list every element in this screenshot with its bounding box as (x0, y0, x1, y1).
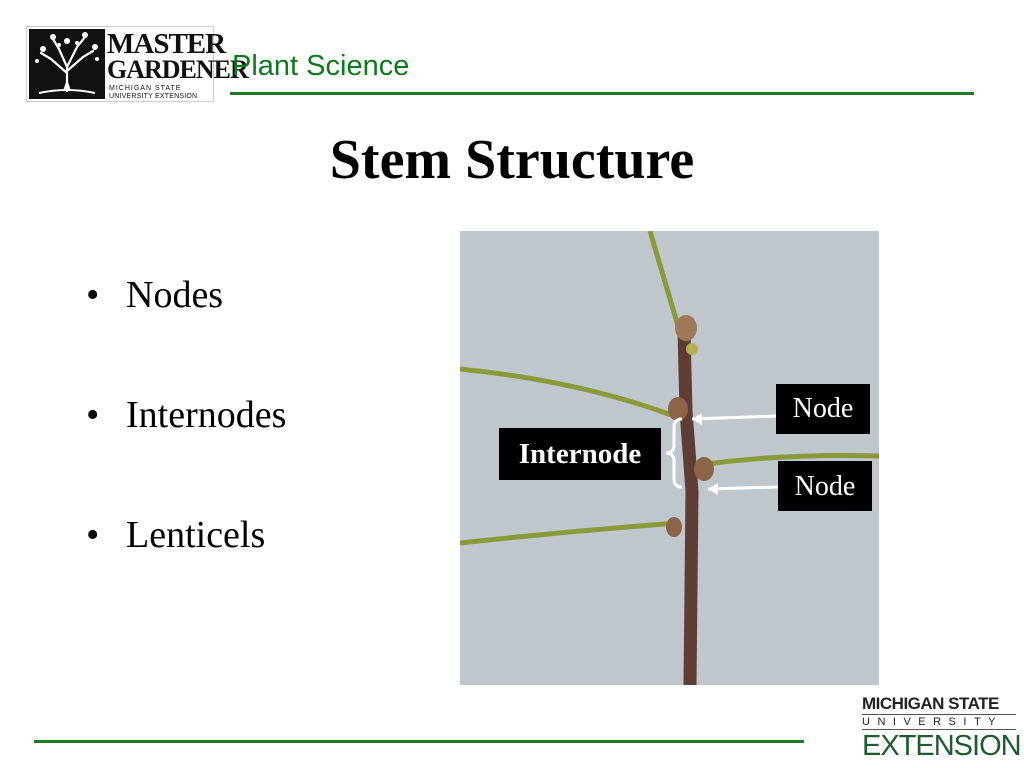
internode-label: Internode (499, 428, 661, 480)
bullet-item: • Internodes (86, 385, 286, 505)
master-gardener-logo: MASTER GARDENER MICHIGAN STATE UNIVERSIT… (26, 26, 249, 102)
logo-word-master: MASTER (107, 28, 226, 60)
logo-subtitle: MICHIGAN STATE (109, 85, 182, 92)
section-title: Plant Science (232, 50, 410, 82)
header-divider (230, 92, 974, 95)
slide-title: Stem Structure (329, 129, 695, 191)
msu-logo-rule (862, 714, 1016, 715)
node-label-upper: Node (776, 384, 870, 434)
bullet-item: • Lenticels (86, 505, 286, 625)
bullet-text: Nodes (126, 274, 224, 316)
msu-logo-line1: MICHIGAN STATE (862, 694, 999, 713)
bullet-icon: • (86, 394, 100, 436)
bullet-text: Internodes (126, 394, 287, 436)
logo-word-gardener: GARDENER (107, 55, 249, 84)
bullet-icon: • (86, 274, 100, 316)
msu-logo-rule (862, 729, 1016, 730)
oak-tree-icon (29, 29, 105, 99)
logo-subtitle-2: UNIVERSITY EXTENSION (109, 93, 198, 100)
msu-logo-line3: EXTENSION (862, 730, 1022, 762)
node-label-lower: Node (778, 461, 872, 511)
bullet-item: • Nodes (86, 265, 286, 385)
bullet-text: Lenticels (126, 514, 266, 556)
msu-logo-line2: UNIVERSITY (862, 716, 1004, 728)
footer-divider (34, 740, 804, 743)
bullet-icon: • (86, 514, 100, 556)
msu-extension-logo: MICHIGAN STATE UNIVERSITY EXTENSION (862, 694, 1022, 762)
bullet-list: • Nodes • Internodes • Lenticels (86, 265, 286, 625)
